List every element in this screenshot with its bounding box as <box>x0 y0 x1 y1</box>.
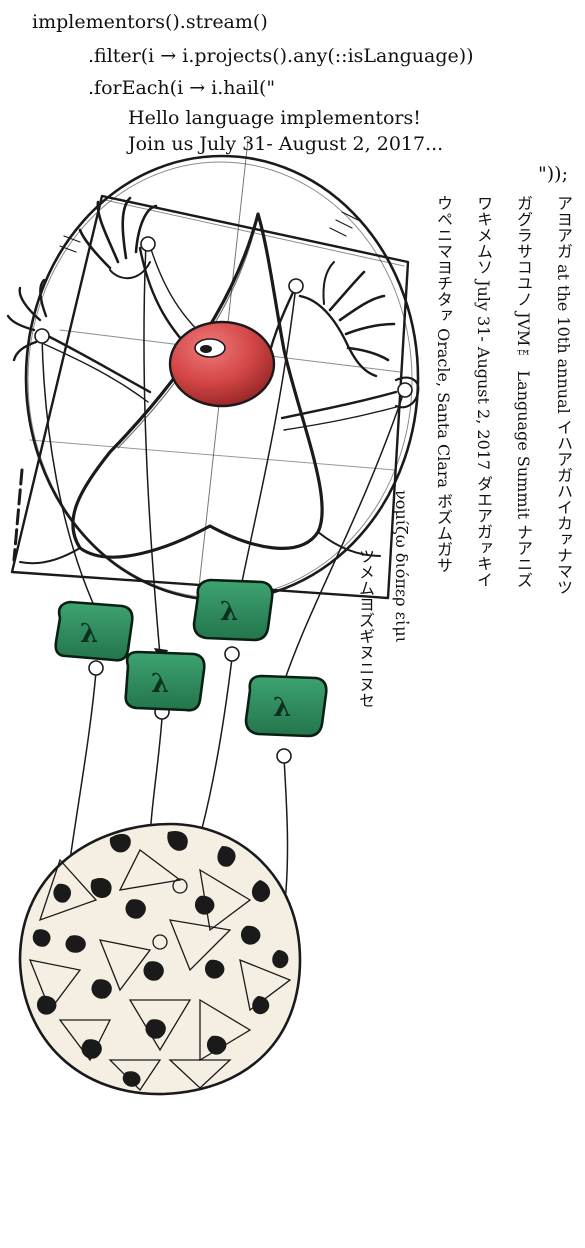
lambda-box-icon: λ <box>124 650 206 712</box>
illustration: λ λ λ λ <box>6 139 420 1096</box>
lambda-box-icon: λ <box>244 674 328 738</box>
vertical-line-summit: ガグラサコユノ JVM™ Language Summit ナアニズ <box>514 195 533 589</box>
vertical-line-greek: νομίζω διόπερ εἰμι <box>392 490 411 643</box>
vertical-line-annual: アヨアガ at the 10th annual イハアガハイカァナマツ <box>554 195 573 595</box>
code-line-filter: .filter(i → i.projects().any(::isLanguag… <box>88 45 474 67</box>
lambda-label: λ <box>80 619 98 649</box>
vertical-line-dates: ワキメムソ July 31- August 2, 2017 ダエアガァキイ <box>474 195 493 588</box>
duke-nose <box>168 320 276 408</box>
code-line-invite: Join us July 31- August 2, 2017... <box>128 133 444 155</box>
vertical-line-location: ウペニマヨチタァ Oracle, Santa Clara ボズムガサ <box>434 195 453 574</box>
lambda-label: λ <box>151 669 169 699</box>
lambda-box-icon: λ <box>192 578 274 642</box>
lambda-label: λ <box>273 693 291 723</box>
code-line-greeting: Hello language implementors! <box>128 107 421 129</box>
lambda-box-icon: λ <box>54 600 134 662</box>
escher-sphere-icon <box>18 822 302 1096</box>
code-line-close: ")); <box>538 163 568 185</box>
vertical-line-katakana: ツメムヨズギヌニヌセ <box>356 548 375 708</box>
code-line-stream: implementors().stream() <box>32 11 268 33</box>
code-line-foreach: .forEach(i → i.hail(" <box>88 77 276 99</box>
lambda-label: λ <box>220 597 238 627</box>
